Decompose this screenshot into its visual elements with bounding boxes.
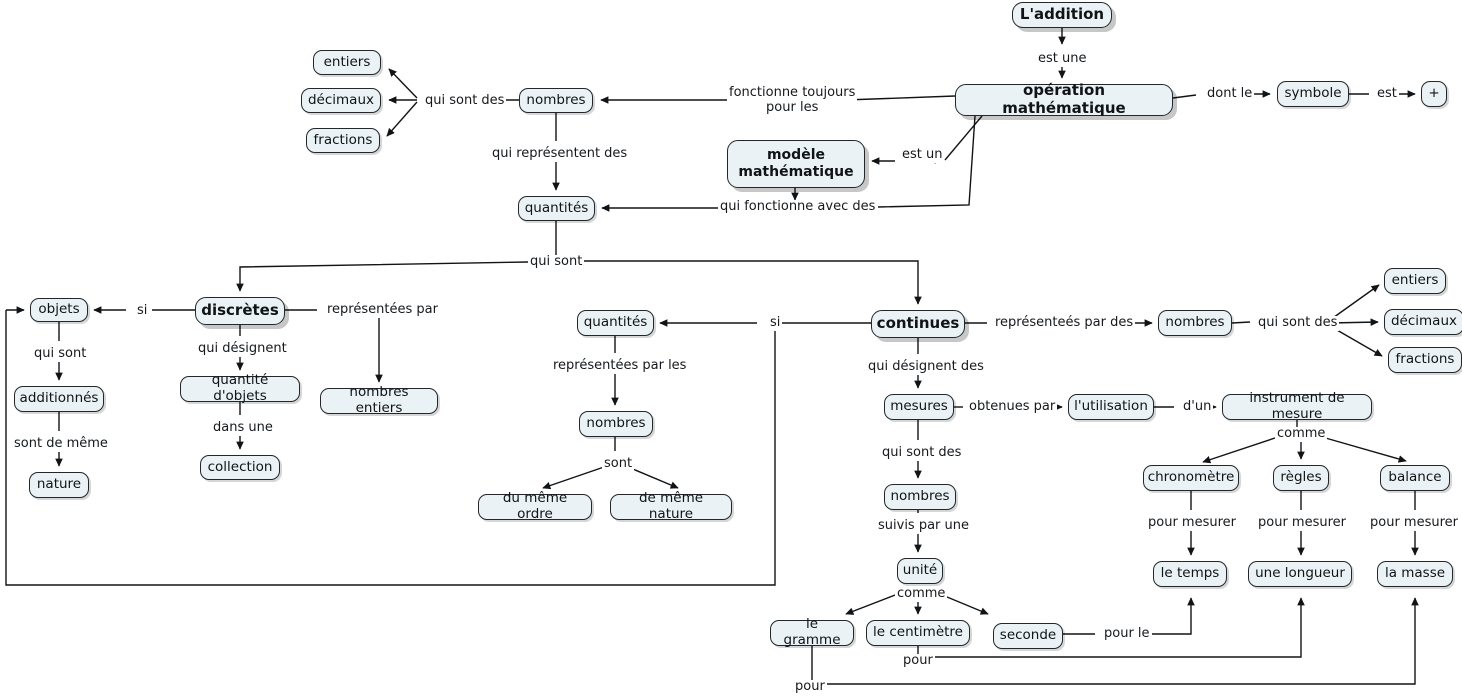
node-nature[interactable]: nature	[29, 472, 89, 498]
edge-label-est: est	[1375, 86, 1399, 102]
node-le-centimetre[interactable]: le centimètre	[866, 620, 970, 646]
node-du-meme-ordre[interactable]: du même ordre	[478, 490, 592, 522]
node-nombres-top[interactable]: nombres	[519, 88, 593, 113]
edge-label-qui-representent-des: qui représentent des	[490, 146, 630, 162]
node-mesures[interactable]: mesures	[884, 394, 954, 420]
node-une-longueur[interactable]: une longueur	[1248, 561, 1352, 587]
edge-label-dans-une: dans une	[211, 420, 275, 436]
node-decimaux-top[interactable]: décimaux	[301, 88, 381, 113]
edge-label-representees-par-les: représentées par les	[551, 358, 689, 374]
node-discretes[interactable]: discrètes	[195, 297, 285, 325]
node-fractions-top[interactable]: fractions	[306, 128, 380, 153]
node-le-temps[interactable]: le temps	[1153, 561, 1227, 587]
edge-label-qui-sont-split: qui sont	[528, 254, 585, 270]
edge-label-est-une: est une	[1036, 51, 1089, 67]
edge-label-qui-sont-des-top: qui sont des	[423, 93, 507, 109]
edge-label-pour-mesurer-masse: pour mesurer	[1368, 515, 1460, 531]
node-nombres-entiers[interactable]: nombres entiers	[320, 384, 438, 416]
node-entiers-top[interactable]: entiers	[313, 50, 381, 75]
edge-label-d-un: d'un	[1181, 399, 1214, 415]
node-nombres-mid[interactable]: nombres	[579, 411, 653, 437]
edge-label-sont: sont	[602, 456, 635, 472]
node-objets[interactable]: objets	[30, 298, 88, 322]
edge-label-sont-de-meme: sont de même	[12, 436, 110, 452]
edge-label-comme-instrument: comme	[1275, 426, 1328, 442]
node-entiers-right[interactable]: entiers	[1384, 268, 1446, 294]
node-seconde[interactable]: seconde	[993, 623, 1063, 649]
node-nombres-right[interactable]: nombres	[1158, 310, 1232, 336]
edge-label-qui-sont-des-continues: qui sont des	[880, 445, 964, 461]
node-operation-mathematique[interactable]: opération mathématique	[955, 81, 1173, 117]
edge-label-pour-gramme: pour	[793, 679, 827, 695]
edge-label-si-milieu: si	[768, 315, 783, 331]
edge-label-qui-designent-des: qui désignent des	[866, 359, 986, 375]
node-fractions-right[interactable]: fractions	[1388, 347, 1462, 373]
node-regles[interactable]: règles	[1273, 465, 1329, 491]
node-quantites-top[interactable]: quantités	[518, 196, 595, 221]
edge-label-pour-mesurer-temps: pour mesurer	[1146, 515, 1238, 531]
node-additionnes[interactable]: additionnés	[14, 386, 104, 412]
edge-label-qui-sont-des-right: qui sont des	[1256, 315, 1340, 331]
node-continues[interactable]: continues	[871, 310, 965, 338]
edge-label-representees-par: représentées par	[325, 302, 440, 318]
edge-label-representees-par-des: représenteés par des	[993, 315, 1136, 331]
node-instrument-de-mesure[interactable]: instrument de mesure	[1222, 390, 1372, 422]
node-nombres-continues[interactable]: nombres	[884, 484, 956, 510]
edge-label-pour-mesurer-longueur: pour mesurer	[1256, 515, 1348, 531]
node-balance[interactable]: balance	[1380, 465, 1450, 491]
node-unite[interactable]: unité	[897, 558, 943, 584]
edge-label-pour-centimetre: pour	[901, 653, 935, 669]
edge-label-obtenues-par: obtenues par	[967, 399, 1058, 415]
node-decimaux-right[interactable]: décimaux	[1384, 309, 1462, 335]
edge-label-comme-unite: comme	[895, 586, 948, 602]
node-addition[interactable]: L'addition	[1012, 2, 1112, 28]
node-de-meme-nature[interactable]: de même nature	[610, 490, 732, 522]
node-collection[interactable]: collection	[200, 455, 280, 480]
edge-label-dont-le: dont le	[1205, 86, 1255, 102]
node-symbole[interactable]: symbole	[1277, 81, 1349, 107]
edge-label-qui-fonctionne-avec-des: qui fonctionne avec des	[718, 199, 878, 215]
edge-label-est-un: est un	[900, 147, 945, 163]
node-plus-symbol[interactable]: +	[1421, 81, 1447, 107]
edge-label-qui-sont-objets: qui sont	[32, 346, 89, 362]
edge-label-si-gauche: si	[135, 303, 150, 319]
node-la-masse[interactable]: la masse	[1377, 561, 1453, 587]
node-chronometre[interactable]: chronomètre	[1143, 465, 1239, 491]
edge-label-pour-le: pour le	[1102, 626, 1152, 642]
node-quantite-d-objets[interactable]: quantité d'objets	[180, 372, 300, 404]
node-modele-mathematique[interactable]: modèle mathématique	[727, 140, 865, 188]
edge-label-qui-designent: qui désignent	[196, 341, 289, 357]
node-quantites-mid[interactable]: quantités	[577, 310, 654, 336]
edge-label-fonctionne-toujours-pour-les: fonctionne toujours pour les	[727, 85, 858, 116]
node-le-gramme[interactable]: le gramme	[770, 616, 854, 648]
node-l-utilisation[interactable]: l'utilisation	[1068, 394, 1154, 420]
edge-label-suivis-par-une: suivis par une	[876, 518, 972, 534]
